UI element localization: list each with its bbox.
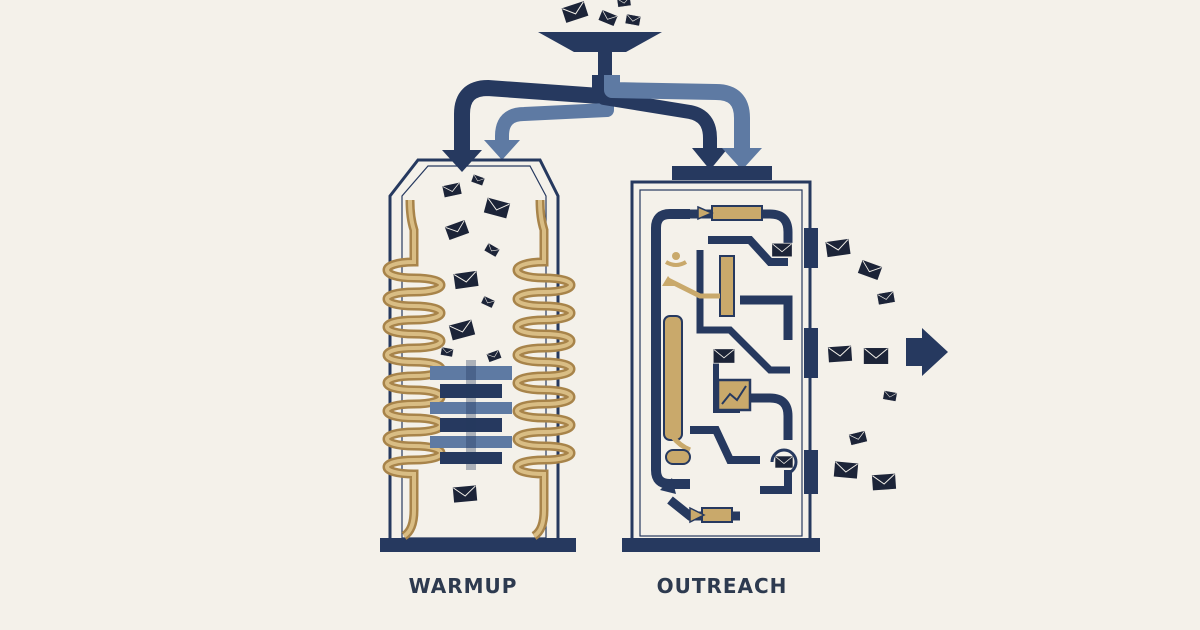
envelope-icon (882, 390, 898, 402)
coil-icon (512, 199, 576, 540)
envelope-icon (862, 347, 890, 365)
envelope-icon (771, 242, 793, 258)
warmup-machine (380, 158, 576, 552)
envelope-icon (597, 9, 619, 27)
outreach-base (622, 538, 820, 552)
outgoing-envelopes (824, 237, 898, 492)
envelope-icon (470, 173, 486, 187)
envelope-icon (876, 290, 896, 306)
warmup-label: WARMUP (408, 574, 518, 598)
envelope-icon (848, 430, 868, 446)
falling-envelopes-top (560, 0, 642, 27)
envelope-icon (856, 259, 884, 281)
envelope-icon (483, 242, 501, 258)
envelope-icon (560, 0, 590, 24)
envelope-icon (452, 269, 480, 291)
envelope-icon (616, 0, 632, 8)
envelope-icon (774, 455, 794, 469)
envelope-icon (624, 13, 642, 27)
outreach-label: OUTREACH (656, 574, 788, 598)
output-ports (804, 228, 818, 494)
arrow-down-icon (692, 148, 728, 170)
envelope-icon (451, 484, 479, 504)
envelope-icon (443, 219, 471, 241)
gear-mechanism-icon (651, 205, 798, 524)
envelope-icon (824, 237, 852, 259)
warmup-base (380, 538, 576, 552)
envelope-icon (486, 349, 502, 363)
envelope-icon (870, 472, 898, 492)
envelope-icon (447, 318, 477, 342)
envelope-icon (480, 295, 496, 309)
distribution-pipes (454, 75, 750, 158)
envelope-icon (826, 344, 854, 364)
filter-stack-icon (430, 360, 512, 470)
envelope-icon (712, 348, 736, 364)
outreach-cap (672, 166, 772, 180)
envelope-icon (482, 196, 512, 220)
arrow-down-icon (722, 148, 762, 170)
arrow-right-icon (906, 328, 948, 376)
envelope-icon (440, 346, 454, 358)
envelope-icon (441, 181, 463, 199)
outreach-machine (622, 166, 820, 552)
envelope-icon (832, 460, 860, 480)
refresh-icon (770, 448, 798, 476)
arrow-down-icon (484, 140, 520, 160)
funnel-icon (538, 32, 662, 76)
